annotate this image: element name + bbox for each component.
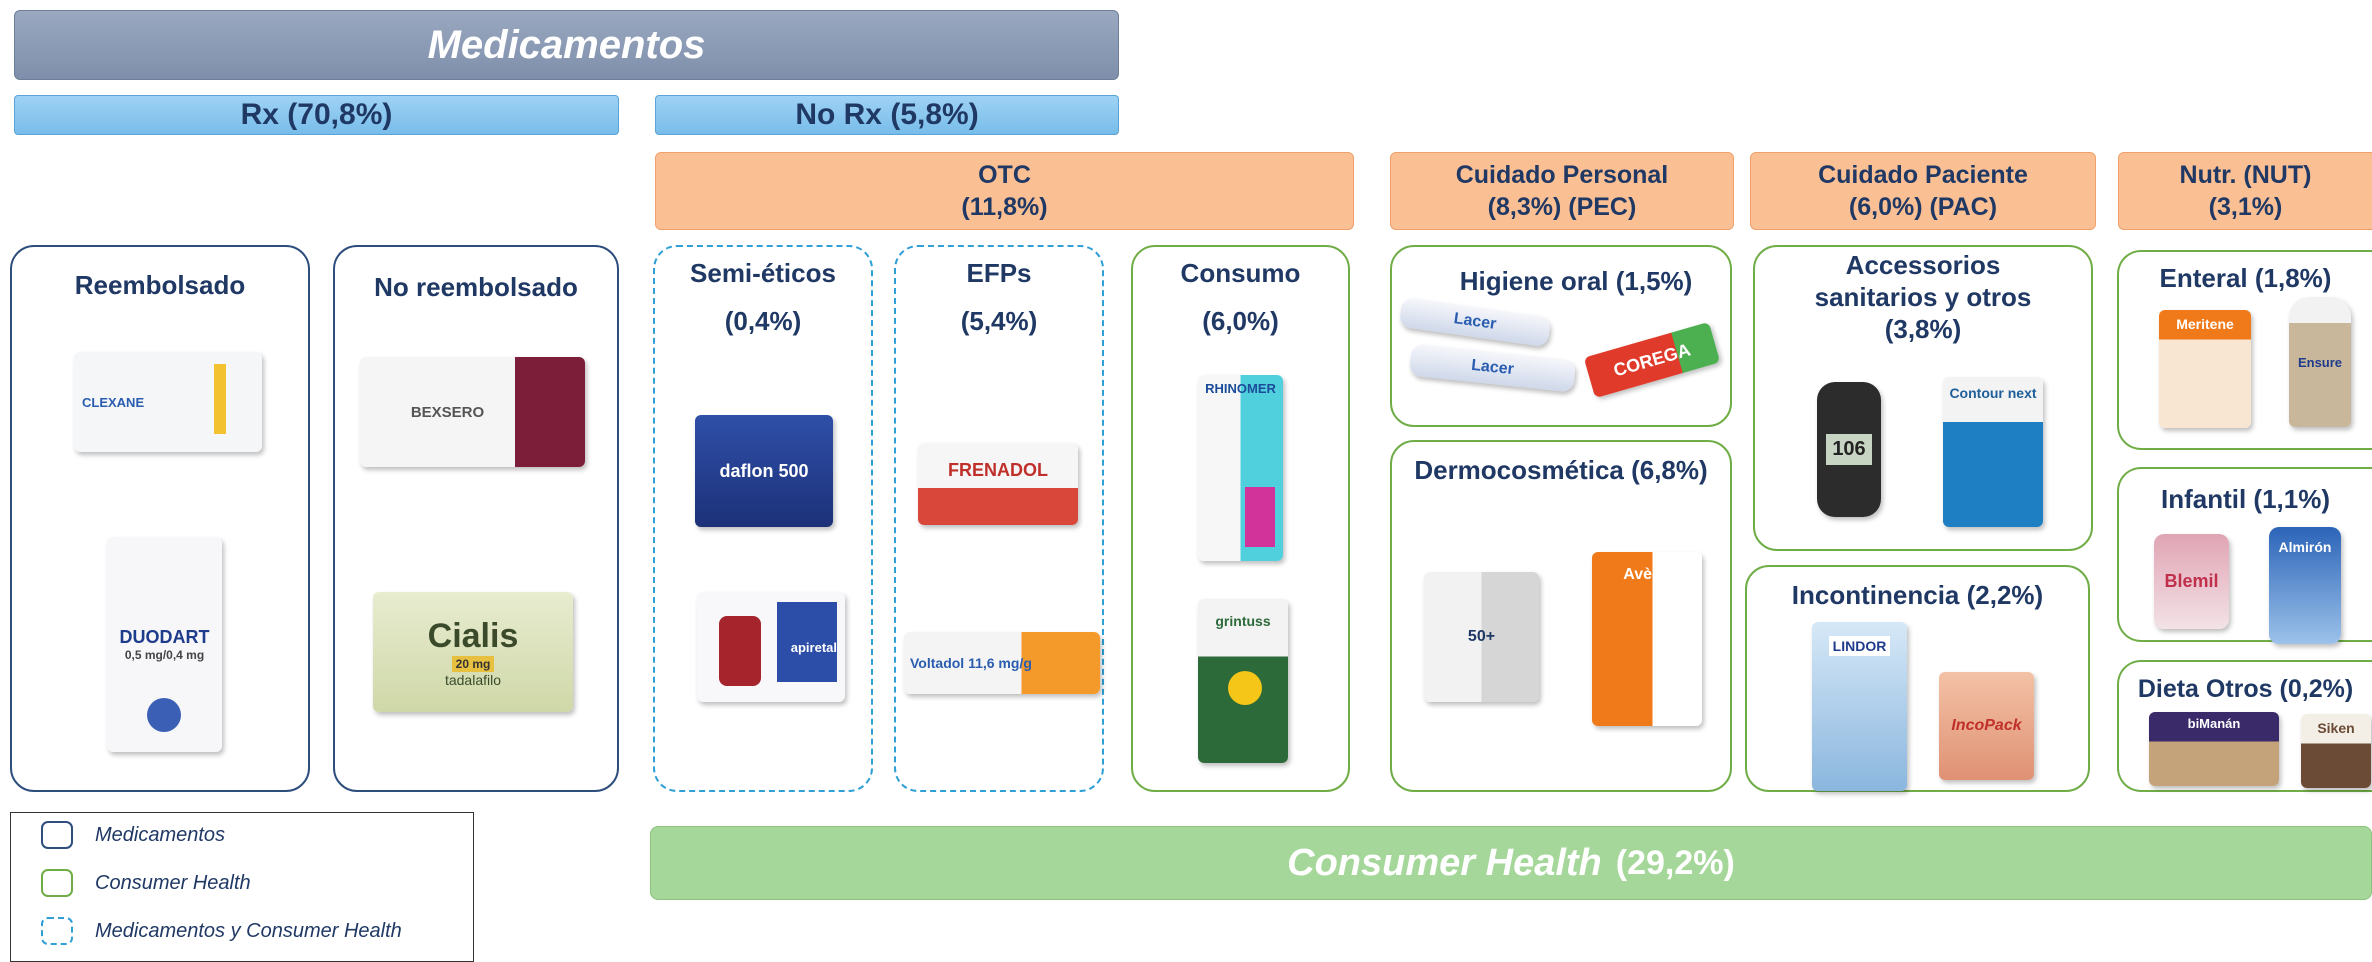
consumer-health-banner: Consumer Health (29,2%) (650, 826, 2372, 900)
pec-bar: Cuidado Personal (8,3%) (PEC) (1390, 152, 1734, 230)
glucometer-device: 106 (1817, 382, 1881, 517)
reembolsado-title: Reembolsado (74, 270, 246, 300)
siken-box: Siken (2301, 714, 2371, 788)
semieticos-pct: (0,4%) (724, 306, 802, 336)
legend-swatch-dashed (41, 917, 73, 945)
ensure-bottle: Ensure (2289, 297, 2351, 427)
frenadol-box: FRENADOL (918, 443, 1078, 525)
otc-label: OTC (978, 160, 1031, 189)
consumo-title: Consumo (1180, 258, 1301, 288)
pac-bar: Cuidado Paciente (6,0%) (PAC) (1750, 152, 2096, 230)
lindor-pack: LINDOR (1812, 622, 1907, 791)
accesorios-box: Accessorios sanitarios y otros (3,8%) 10… (1753, 245, 2093, 551)
apiretal-box: apiretal (697, 592, 845, 702)
bimanan-box: biManán (2149, 712, 2279, 786)
no-reembolsado-box: No reembolsado BEXSERO Cialis 20 mg tada… (333, 245, 619, 792)
cialis-box: Cialis 20 mg tadalafilo (373, 592, 573, 712)
lacer-tube-1: Lacer (1398, 296, 1552, 348)
dermocosmetica-box: Dermocosmética (6,8%) 50+ Avène (1390, 440, 1732, 792)
norx-bar: No Rx (5,8%) (655, 95, 1119, 135)
accesorios-title-3: (3,8%) (1884, 314, 1962, 344)
corega-box: COREGA (1583, 321, 1721, 399)
enteral-title: Enteral (1,8%) (2159, 263, 2332, 293)
higiene-oral-box: Higiene oral (1,5%) Lacer Lacer COREGA (1390, 245, 1732, 427)
legend-swatch-green (41, 869, 73, 897)
legend-swatch-navy (41, 821, 73, 849)
contour-box: Contour next (1943, 377, 2043, 527)
pac-label: Cuidado Paciente (1818, 160, 2028, 189)
infantil-box: Infantil (1,1%) Blemil Almirón (2117, 467, 2372, 644)
voltadol-box: Voltadol 11,6 mg/g (904, 632, 1100, 694)
lacer-tube-2: Lacer (1408, 343, 1577, 393)
semieticos-box: Semi-éticos (0,4%) daflon 500 apiretal (653, 245, 873, 792)
pec-pct: (8,3%) (PEC) (1487, 193, 1637, 221)
nut-pct: (3,1%) (2208, 193, 2283, 221)
blemil-can: Blemil (2154, 534, 2229, 629)
infantil-title: Infantil (1,1%) (2160, 484, 2330, 514)
enteral-box: Enteral (1,8%) Meritene Ensure (2117, 250, 2372, 450)
incontinencia-title: Incontinencia (2,2%) (1791, 580, 2044, 610)
incontinencia-box: Incontinencia (2,2%) LINDOR IncoPack (1745, 565, 2090, 792)
higiene-oral-title: Higiene oral (1,5%) (1459, 266, 1693, 296)
legend-consumer-health: Consumer Health (41, 869, 251, 897)
no-reembolsado-title: No reembolsado (374, 272, 578, 302)
bexsero-box: BEXSERO (360, 357, 585, 467)
otc-pct: (11,8%) (961, 193, 1048, 221)
medicamentos-banner: Medicamentos (14, 10, 1119, 80)
rx-label: Rx (70,8%) (240, 98, 393, 131)
efps-box: EFPs (5,4%) FRENADOL Voltadol 11,6 mg/g (894, 245, 1104, 792)
clexane-box: CLEXANE (74, 352, 262, 452)
dieta-otros-title: Dieta Otros (0,2%) (2137, 675, 2354, 703)
pec-label: Cuidado Personal (1455, 160, 1669, 189)
rx-bar: Rx (70,8%) (14, 95, 619, 135)
consumer-health-pct: (29,2%) (1615, 843, 1735, 882)
grintuss-box: grintuss (1198, 599, 1288, 763)
duodart-box: DUODART 0,5 mg/0,4 mg (107, 537, 222, 752)
avene-box: Avène (1592, 552, 1702, 726)
pac-pct: (6,0%) (PAC) (1848, 193, 1998, 221)
efps-pct: (5,4%) (960, 306, 1038, 336)
accesorios-title-2: sanitarios y otros (1814, 282, 2032, 312)
nut-label: Nutr. (NUT) (2179, 160, 2312, 189)
legend-medicamentos: Medicamentos (41, 821, 225, 849)
legend-ambos: Medicamentos y Consumer Health (41, 917, 402, 945)
rhinomer-box: RHINOMER (1198, 375, 1283, 561)
medicamentos-title: Medicamentos (427, 22, 706, 67)
semieticos-title: Semi-éticos (690, 258, 836, 288)
consumo-pct: (6,0%) (1202, 306, 1279, 336)
efps-title: EFPs (966, 258, 1032, 288)
almiron-can: Almirón (2269, 527, 2341, 644)
reembolsado-box: Reembolsado CLEXANE DUODART 0,5 mg/0,4 m… (10, 245, 310, 792)
accesorios-title-1: Accessorios (1845, 250, 2001, 280)
meritene-box: Meritene (2159, 310, 2251, 428)
consumer-health-title: Consumer Health (1287, 841, 1602, 884)
otc-bar: OTC (11,8%) (655, 152, 1354, 230)
norx-label: No Rx (5,8%) (795, 98, 979, 131)
incopack-pack: IncoPack (1939, 672, 2034, 780)
daflon-box: daflon 500 (695, 415, 833, 527)
dieta-otros-box: Dieta Otros (0,2%) biManán Siken (2117, 660, 2372, 792)
legend: Medicamentos Consumer Health Medicamento… (10, 812, 474, 962)
nut-bar: Nutr. (NUT) (3,1%) (2118, 152, 2372, 230)
dermocosmetica-title: Dermocosmética (6,8%) (1414, 455, 1708, 485)
fotoprotector-box: 50+ (1424, 572, 1539, 702)
consumo-box: Consumo (6,0%) RHINOMER grintuss (1131, 245, 1350, 792)
